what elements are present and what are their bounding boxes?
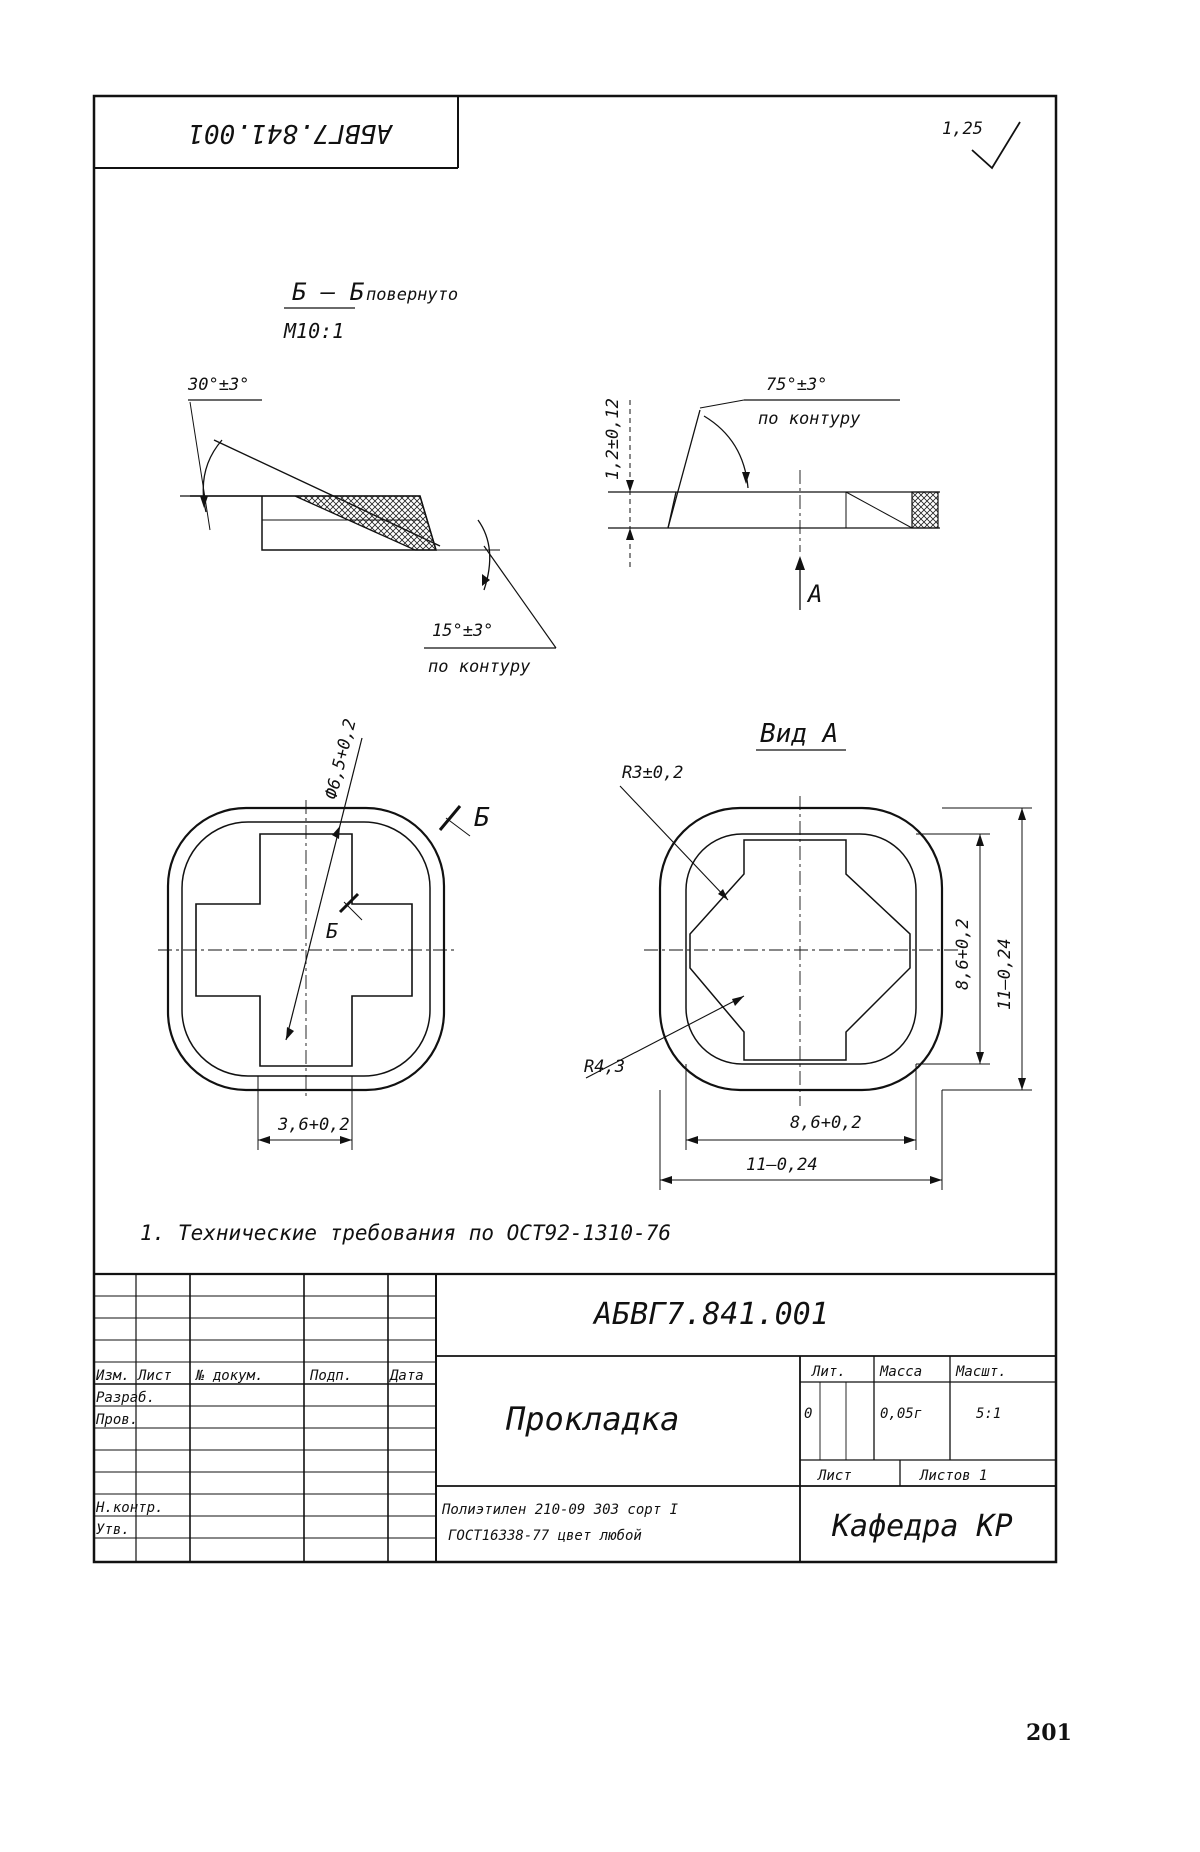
scale-value: 5:1	[976, 1406, 1001, 1422]
scale-label: Масшт.	[955, 1364, 1007, 1380]
stamp-code: АБВГ7.841.001	[188, 118, 394, 148]
view-a: Вид А R3±0,2 R4,3 8,6+0,2 11–0,24 8,6+0,…	[584, 719, 1032, 1190]
front-view: Ф6,5+0,2 3,6+0,2 Б Б	[158, 717, 490, 1150]
inner-horizontal-label: 8,6+0,2	[790, 1113, 862, 1133]
col-sign: Подп.	[309, 1368, 352, 1384]
sheets-label: Листов 1	[919, 1468, 987, 1484]
row-approve: Утв.	[96, 1522, 130, 1538]
cut-mark-label: Б	[474, 803, 490, 833]
row-ncontr: Н.контр.	[95, 1500, 163, 1516]
diameter-label: Ф6,5+0,2	[321, 717, 360, 801]
angle-75-note: по контуру	[758, 409, 861, 429]
col-doc: № докум.	[195, 1368, 263, 1384]
technical-note: 1. Технические требования по ОСТ92-1310-…	[140, 1221, 671, 1245]
r43-label: R4,3	[584, 1057, 625, 1077]
material-line2: ГОСТ16338-77 цвет любой	[448, 1528, 642, 1544]
view-a-title: Вид А	[760, 719, 838, 749]
mass-value: 0,05г	[880, 1406, 922, 1422]
outer-horizontal-label: 11–0,24	[746, 1155, 818, 1175]
roughness-value: 1,25	[942, 119, 983, 139]
row-dev: Разраб.	[96, 1390, 155, 1406]
mass-label: Масса	[879, 1364, 922, 1380]
page-number: 201	[1026, 1720, 1072, 1746]
row-check: Пров.	[95, 1412, 138, 1428]
designation: АБВГ7.841.001	[592, 1297, 829, 1332]
section-right: 75°±3° по контуру 1,2±0,12 А	[603, 375, 940, 610]
angle-30-label: 30°±3°	[187, 375, 249, 395]
section-bb-scale: М10:1	[283, 319, 344, 343]
title-block-text: АБВГ7.841.001 Изм. Лист № докум. Подп. Д…	[95, 1297, 1013, 1544]
stamp-box: АБВГ7.841.001	[94, 96, 459, 169]
angle-15-note: по контуру	[428, 657, 531, 677]
lit-label: Лит.	[811, 1364, 846, 1380]
width-label: 3,6+0,2	[277, 1115, 350, 1135]
view-arrow-label: А	[806, 580, 822, 608]
organization: Кафедра КР	[831, 1509, 1013, 1544]
material-line1: Полиэтилен 210-09 303 сорт I	[441, 1502, 679, 1518]
angle-75-label: 75°±3°	[766, 375, 827, 395]
sheet-label: Лист	[817, 1468, 852, 1484]
inner-vertical-label: 8,6+0,2	[953, 918, 973, 990]
title-block	[94, 1272, 1056, 1562]
lit-value: 0	[804, 1406, 812, 1422]
col-izm: Изм.	[95, 1368, 130, 1384]
roughness-mark: 1,25	[942, 119, 1021, 170]
col-list: Лист	[137, 1368, 172, 1384]
section-bb: Б – Б повернуто М10:1 30°±3° 15°±3° по к…	[180, 278, 557, 677]
section-bb-rotated: повернуто	[366, 285, 458, 305]
part-name: Прокладка	[505, 1400, 679, 1438]
drawing-frame	[92, 94, 1058, 1564]
r3-label: R3±0,2	[622, 763, 683, 783]
angle-15-label: 15°±3°	[432, 621, 493, 641]
thickness-label: 1,2±0,12	[603, 398, 623, 480]
cut-mark-inner-label: Б	[326, 919, 338, 943]
section-bb-title: Б – Б	[292, 278, 365, 306]
col-date: Дата	[389, 1368, 424, 1384]
check-icon	[971, 121, 1021, 170]
outer-vertical-label: 11–0,24	[995, 938, 1015, 1010]
